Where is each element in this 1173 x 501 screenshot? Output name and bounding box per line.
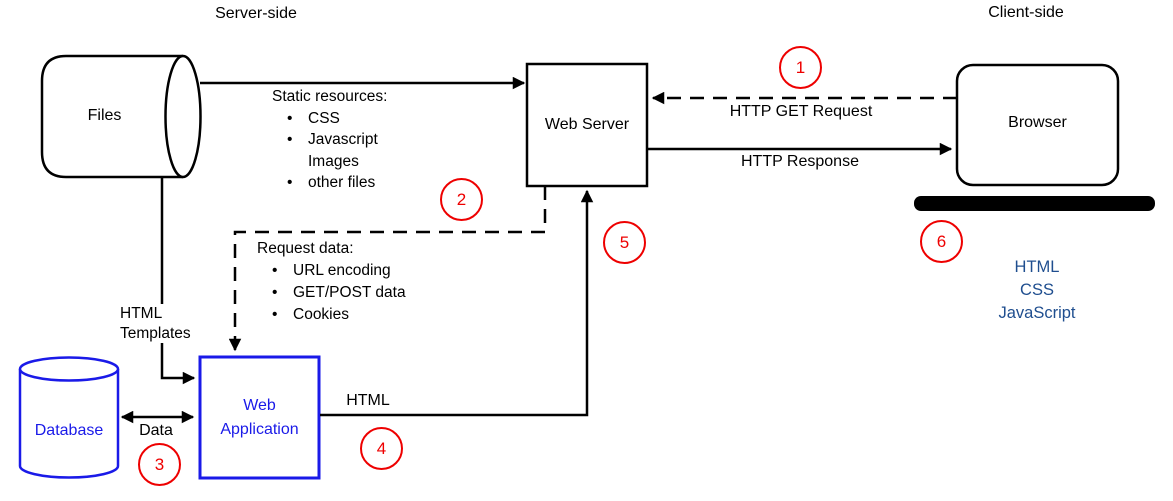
web-application-box (198, 355, 321, 480)
web-application-label: Web Application (200, 394, 319, 442)
html-arrow (320, 189, 594, 417)
files-cylinder (40, 54, 202, 179)
request-data-list: URL encoding GET/POST data Cookies (257, 260, 406, 326)
html-label: HTML (346, 392, 390, 409)
static-resources-note: Static resources: CSS Javascript Images … (272, 86, 387, 194)
step-circle-5: 5 (603, 221, 646, 264)
http-response-label: HTTP Response (741, 153, 859, 170)
database-cylinder (18, 356, 120, 479)
request-data-title: Request data: (257, 240, 354, 257)
request-data-item: URL encoding (272, 260, 406, 282)
browser-box (955, 63, 1120, 187)
server-side-label: Server-side (215, 5, 297, 22)
html-templates-arrow (160, 177, 196, 385)
step-circle-3: 3 (138, 443, 181, 486)
client-tech-label: HTML CSS JavaScript (957, 256, 1117, 325)
static-resources-title: Static resources: (272, 88, 388, 105)
http-get-request-label: HTTP GET Request (729, 103, 873, 120)
static-resources-list: CSS Javascript Images other files (272, 108, 387, 194)
static-resources-item: CSS (287, 108, 387, 130)
web-application-label-line1: Web (243, 397, 276, 414)
web-application-label-line2: Application (220, 421, 299, 438)
static-resources-item: other files (287, 172, 387, 194)
html-templates-label: HTML Templates (118, 304, 193, 343)
request-data-note: Request data: URL encoding GET/POST data… (257, 238, 406, 326)
client-tech-javascript: JavaScript (998, 304, 1076, 322)
data-label: Data (139, 422, 173, 439)
database-label: Database (34, 422, 104, 439)
step-circle-2: 2 (440, 178, 483, 221)
static-resources-item: Javascript (287, 129, 387, 151)
laptop-base-bar (914, 196, 1155, 211)
step-circle-1: 1 (779, 46, 822, 89)
request-data-item: Cookies (272, 304, 406, 326)
browser-label: Browser (1008, 114, 1067, 131)
step-circle-4: 4 (360, 427, 403, 470)
web-server-label: Web Server (544, 116, 630, 133)
client-tech-html: HTML (1014, 258, 1060, 276)
html-templates-label-line2: Templates (120, 324, 191, 342)
html-templates-label-line1: HTML (120, 305, 163, 322)
static-resources-item: Images (308, 152, 359, 170)
step-circle-6: 6 (920, 220, 963, 263)
request-data-arrow (228, 186, 547, 352)
request-data-item: GET/POST data (272, 282, 405, 304)
client-side-label: Client-side (988, 4, 1064, 21)
web-server-box (525, 62, 649, 188)
client-tech-css: CSS (1020, 281, 1054, 299)
files-label: Files (87, 107, 122, 124)
